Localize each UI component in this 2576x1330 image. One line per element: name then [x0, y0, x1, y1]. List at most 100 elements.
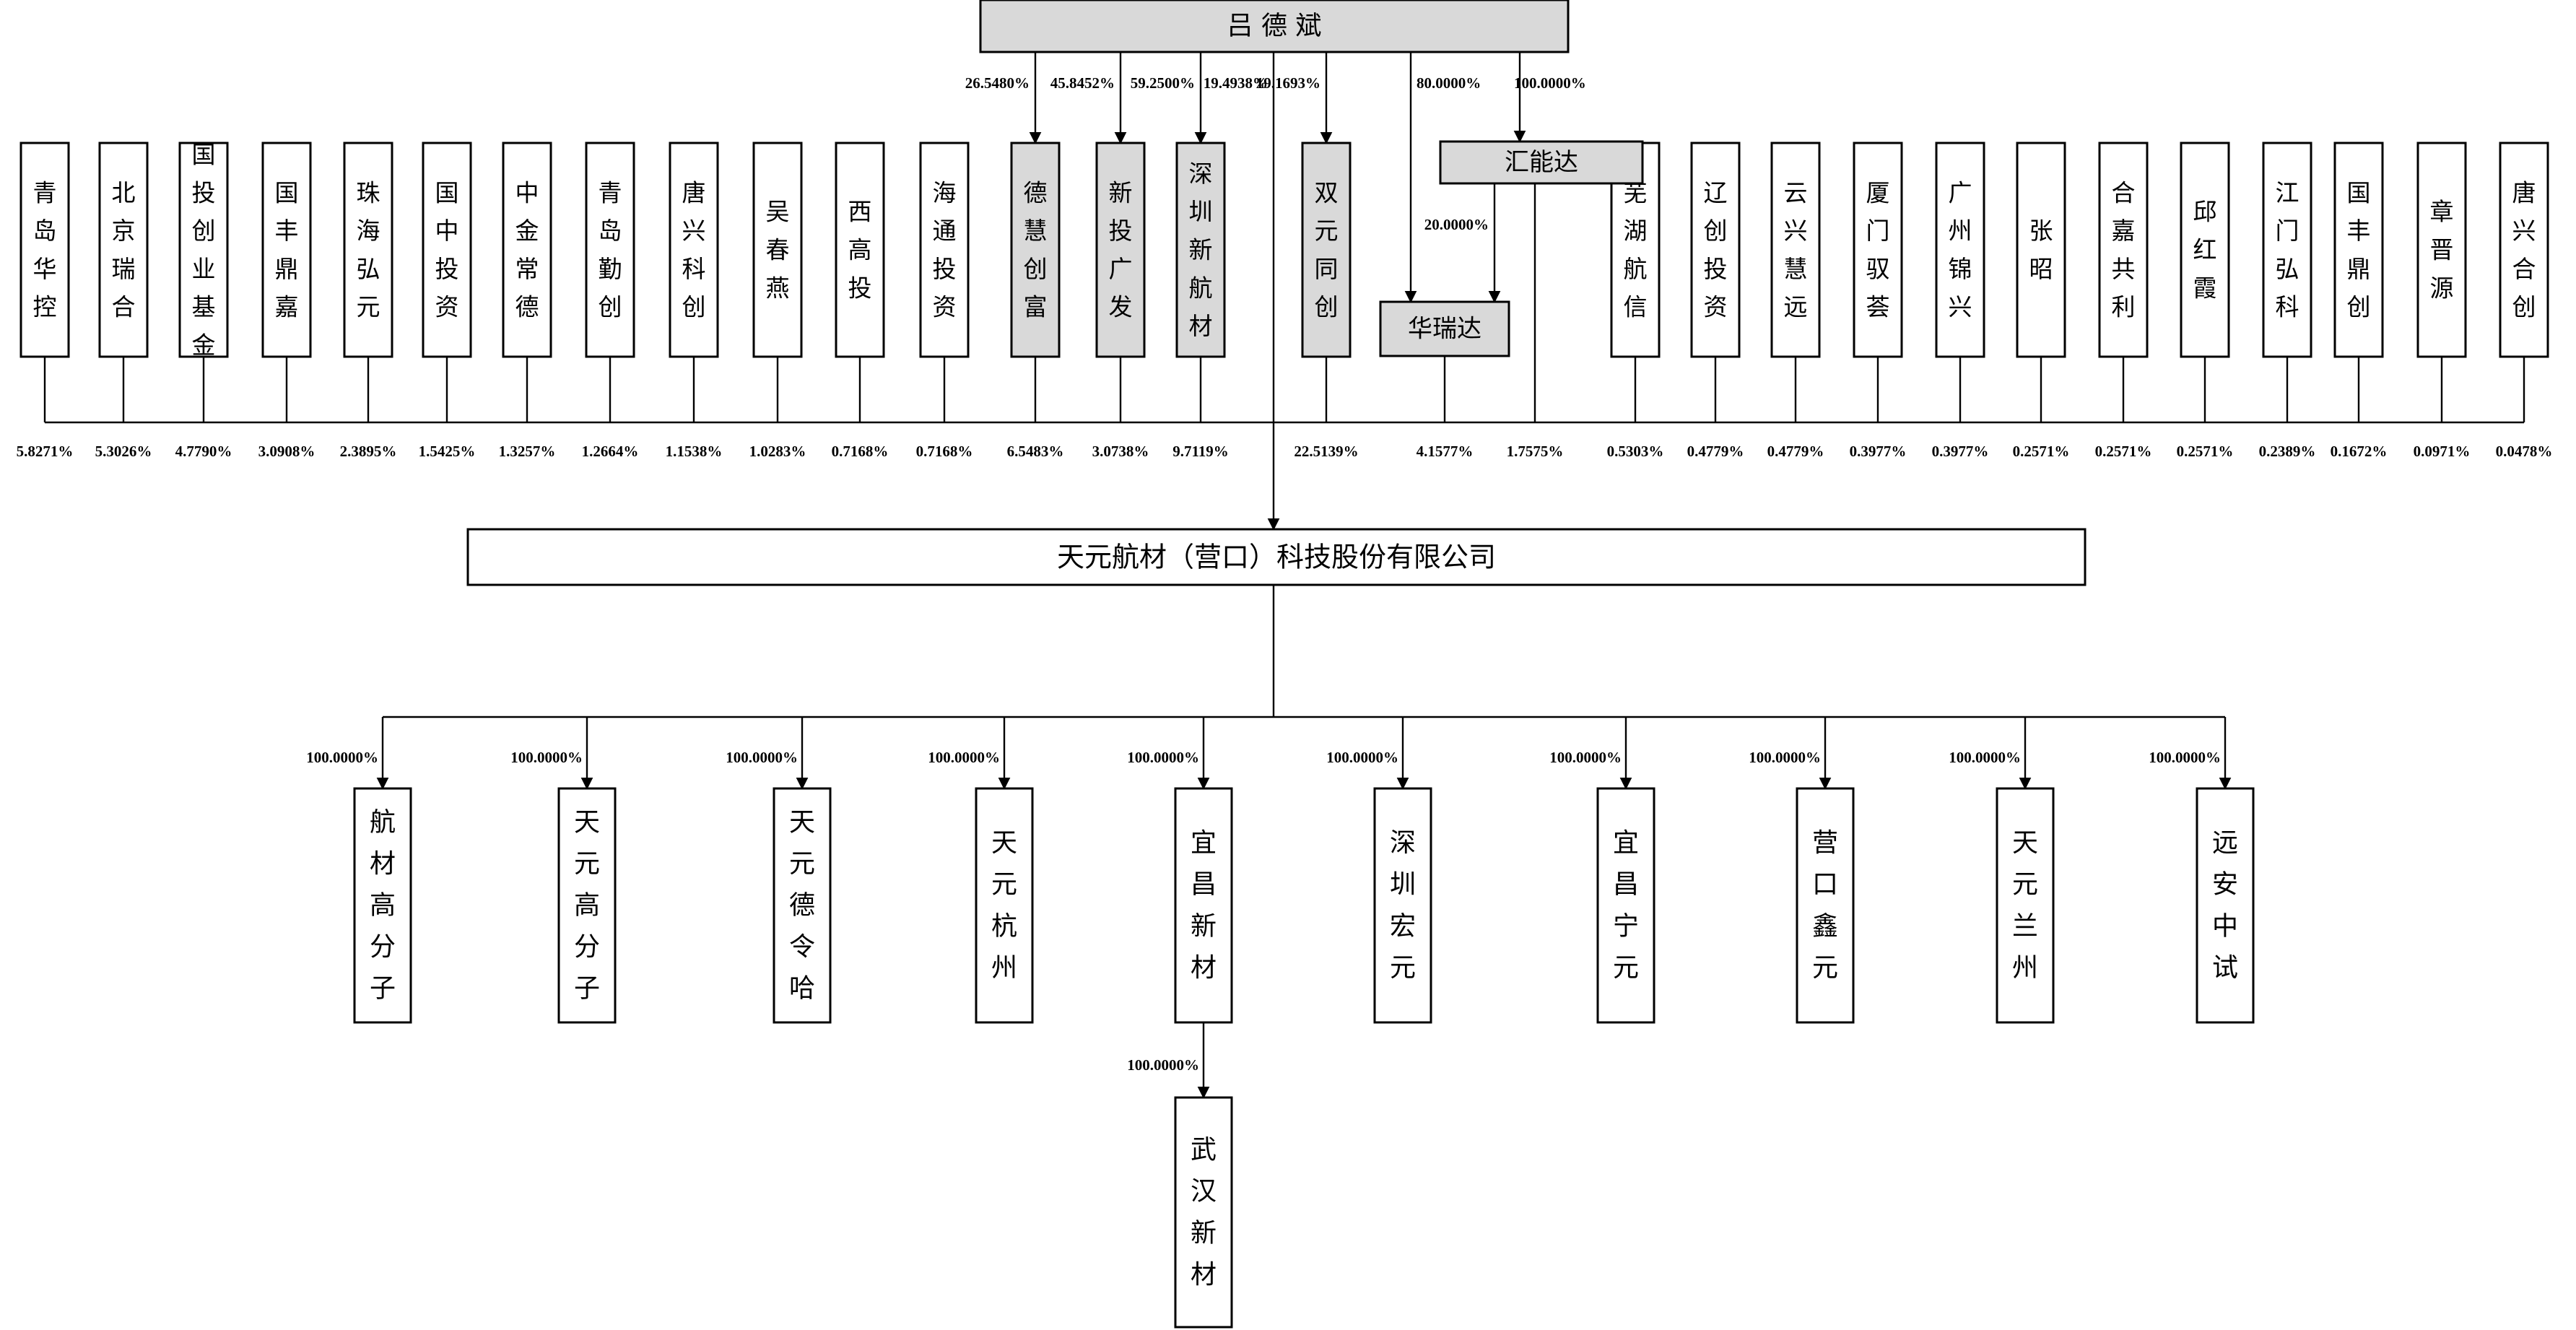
shareholder-box-label: 珠海弘元	[357, 178, 380, 321]
shareholder-pct-label: 0.1672%	[2331, 443, 2388, 460]
shareholder-box: 江门弘科	[2262, 142, 2312, 358]
shareholder-pct-label: 0.2389%	[2259, 443, 2316, 460]
shareholder-box-frame	[919, 142, 970, 358]
shareholder-box-label: 张昭	[2029, 217, 2053, 283]
subsidiary-box-label: 宜昌宁元	[1613, 828, 1639, 983]
entity-boxes: 吕 德 斌青岛华控北京瑞合国投创业基金国丰鼎嘉珠海弘元国中投资中金常德青岛勤创唐…	[19, 0, 2549, 1329]
subsidiary-box-frame	[557, 787, 617, 1024]
shareholder-box: 辽创投资	[1690, 142, 1741, 358]
shareholder-box: 厦门驭荟	[1853, 142, 1903, 358]
shareholder-box: 国丰鼎嘉	[261, 142, 312, 358]
grand-subsidiary-box-label: 武汉新材	[1191, 1135, 1217, 1290]
subsidiary-box-label: 营口鑫元	[1812, 828, 1838, 983]
shareholder-box-frame	[1690, 142, 1741, 358]
shareholder-box-label: 国中投资	[435, 178, 459, 321]
controller-holding-pct-label: 59.2500%	[1131, 74, 1195, 92]
subsidiary-box-frame	[1796, 787, 1855, 1024]
shareholder-box: 唐兴科创	[669, 142, 719, 358]
shareholder-box-label: 德慧创富	[1024, 178, 1048, 321]
shareholder-box: 新投广发	[1095, 142, 1146, 358]
shareholder-box-frame	[261, 142, 312, 358]
connector-lines	[43, 52, 2525, 1099]
subsidiary-pct-label: 100.0000%	[1949, 749, 2021, 766]
shareholder-box-frame	[2098, 142, 2149, 358]
huaruida-box-frame	[1379, 300, 1510, 357]
subsidiary-box: 深圳宏元	[1373, 787, 1432, 1024]
company-box-frame	[466, 528, 2087, 586]
shareholder-box: 云兴慧远	[1770, 142, 1821, 358]
shareholder-box-label: 合嘉共利	[2112, 178, 2136, 321]
huinengda-pct-label: 1.7575%	[1507, 443, 1564, 460]
grand-subsidiary-box-frame	[1174, 1096, 1233, 1329]
shareholder-box-label: 吴春燕	[766, 198, 790, 303]
shareholder-pct-label: 5.8271%	[17, 443, 74, 460]
subsidiary-box-label: 天元兰州	[2012, 828, 2038, 983]
subsidiary-box: 营口鑫元	[1796, 787, 1855, 1024]
shareholder-pct-label: 1.2664%	[582, 443, 639, 460]
subsidiary-box-label: 宜昌新材	[1191, 828, 1217, 983]
subsidiary-box-frame	[773, 787, 832, 1024]
subsidiary-box-label: 天元德令哈	[789, 807, 815, 1003]
shareholder-box-frame	[422, 142, 472, 358]
shareholder-box: 章晋源	[2416, 142, 2467, 358]
grand-subsidiary-box: 武汉新材	[1174, 1096, 1233, 1329]
shareholder-box-frame	[2180, 142, 2230, 358]
shareholder-box: 德慧创富	[1010, 142, 1061, 358]
shareholder-pct-label: 1.0283%	[749, 443, 806, 460]
shareholder-box-frame	[2499, 142, 2549, 358]
company-box-label: 天元航材（营口）科技股份有限公司	[1057, 542, 1496, 573]
shareholder-box-label: 云兴慧远	[1784, 178, 1808, 321]
shareholder-box-frame	[502, 142, 552, 358]
shareholder-box-label: 广州锦兴	[1949, 178, 1972, 321]
grand-subsidiary-pct-label: 100.0000%	[1127, 1056, 1199, 1074]
shareholder-pct-label: 0.2571%	[2095, 443, 2152, 460]
shareholder-box: 海通投资	[919, 142, 970, 358]
shareholder-box-label: 唐兴科创	[682, 178, 706, 321]
company-box: 天元航材（营口）科技股份有限公司	[466, 528, 2087, 586]
subsidiary-pct-label: 100.0000%	[1127, 749, 1199, 766]
subsidiary-pct-label: 100.0000%	[510, 749, 583, 766]
shareholder-box: 深圳新航材	[1175, 142, 1226, 358]
shareholder-pct-label: 3.0738%	[1092, 443, 1149, 460]
subsidiary-pct-label: 100.0000%	[306, 749, 378, 766]
huaruida-controller-pct-label: 80.0000%	[1417, 74, 1481, 92]
subsidiary-box-label: 远安中试	[2212, 828, 2238, 983]
shareholder-box-frame	[2016, 142, 2066, 358]
subsidiary-box-label: 天元杭州	[991, 828, 1017, 983]
shareholder-box-frame	[1301, 142, 1352, 358]
shareholder-box-frame	[98, 142, 149, 358]
shareholder-pct-label: 0.3977%	[1932, 443, 1989, 460]
shareholder-box: 吴春燕	[752, 142, 803, 358]
subsidiary-box-label: 深圳宏元	[1390, 828, 1416, 983]
shareholder-box: 唐兴合创	[2499, 142, 2549, 358]
shareholder-pct-label: 6.5483%	[1007, 443, 1064, 460]
shareholder-box: 合嘉共利	[2098, 142, 2149, 358]
shareholder-box-label: 芜湖航信	[1624, 178, 1648, 321]
shareholder-box-label: 唐兴合创	[2512, 178, 2536, 321]
shareholder-box-label: 国投创业基金	[192, 141, 216, 360]
shareholder-box-frame	[343, 142, 393, 358]
shareholder-box: 青岛华控	[19, 142, 70, 358]
shareholder-box-label: 双元同创	[1315, 178, 1339, 321]
shareholder-pct-label: 0.0971%	[2414, 443, 2471, 460]
shareholder-box-label: 青岛华控	[33, 178, 57, 321]
subsidiary-box: 天元杭州	[975, 787, 1034, 1024]
percentage-labels: 5.8271%5.3026%4.7790%3.0908%2.3895%1.542…	[17, 74, 2553, 1074]
shareholder-box-frame	[2262, 142, 2312, 358]
shareholder-box: 西高投	[835, 142, 885, 358]
subsidiary-box-frame	[1596, 787, 1655, 1024]
shareholder-pct-label: 0.5303%	[1607, 443, 1664, 460]
controller-holding-pct-label: 45.8452%	[1050, 74, 1115, 92]
shareholder-box-frame	[1853, 142, 1903, 358]
subsidiary-box-label: 天元高分子	[574, 807, 600, 1003]
huaruida-pct-label: 4.1577%	[1417, 443, 1474, 460]
shareholder-box-label: 北京瑞合	[112, 178, 136, 321]
shareholder-box-frame	[1175, 142, 1226, 358]
huinengda-box: 汇能达	[1439, 140, 1644, 185]
shareholder-box: 北京瑞合	[98, 142, 149, 358]
subsidiary-pct-label: 100.0000%	[1326, 749, 1398, 766]
controller-box-label: 吕 德 斌	[1227, 12, 1322, 41]
controller-box: 吕 德 斌	[979, 0, 1570, 53]
controller-holding-pct-label: 19.1693%	[1256, 74, 1320, 92]
huaruida-box: 华瑞达	[1379, 300, 1510, 357]
